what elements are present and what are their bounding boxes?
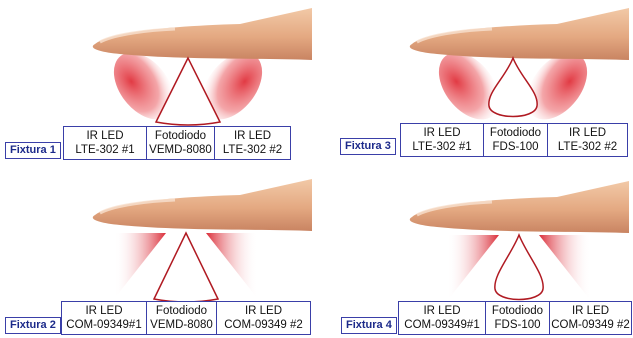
cell-line2: FDS-100 <box>494 318 540 332</box>
photodiode-drop <box>489 58 537 117</box>
sensor-table: IR LED LTE-302 #1 Fotodiodo FDS-100 IR L… <box>400 123 628 157</box>
cell-line1: IR LED <box>85 304 122 318</box>
fixture-panel-1: Fixtura 1 IR LED LTE-302 #1 Fotodiodo VE… <box>0 0 316 169</box>
cell-line1: Fotodiodo <box>155 129 206 143</box>
cell-photodiode: Fotodiodo FDS-100 <box>485 302 549 334</box>
fixture-panel-3: Fixtura 3 IR LED LTE-302 #1 Fotodiodo FD… <box>317 0 633 169</box>
cell-line1: IR LED <box>572 304 609 318</box>
cell-line2: COM-09349 #2 <box>224 318 303 332</box>
cell-line2: LTE-302 #2 <box>223 143 282 157</box>
sensor-table: IR LED COM-09349#1 Fotodiodo VEMD-8080 I… <box>61 301 311 335</box>
cell-led-2: IR LED COM-09349 #2 <box>216 302 310 334</box>
cell-line1: IR LED <box>423 126 460 140</box>
cell-led-2: IR LED LTE-302 #2 <box>214 127 290 159</box>
cell-photodiode: Fotodiodo VEMD-8080 <box>146 302 216 334</box>
cell-line1: IR LED <box>569 126 606 140</box>
fixture-label: Fixtura 4 <box>341 317 397 334</box>
cell-line1: Fotodiodo <box>156 304 207 318</box>
sensor-table: IR LED LTE-302 #1 Fotodiodo VEMD-8080 IR… <box>63 126 291 160</box>
cell-line2: COM-09349#1 <box>66 318 141 332</box>
cell-photodiode: Fotodiodo FDS-100 <box>483 124 547 156</box>
cell-line2: COM-09349 #2 <box>551 318 630 332</box>
cell-line2: COM-09349#1 <box>404 318 479 332</box>
fixture-panel-4: Fixtura 4 IR LED COM-09349#1 Fotodiodo F… <box>317 169 633 338</box>
cell-line1: Fotodiodo <box>490 126 541 140</box>
photodiode-cone <box>154 233 218 302</box>
photodiode-drop <box>495 235 543 300</box>
led-glow-right <box>539 235 591 301</box>
cell-line2: VEMD-8080 <box>150 318 213 332</box>
cell-line1: IR LED <box>423 304 460 318</box>
cell-led-1: IR LED COM-09349#1 <box>62 302 146 334</box>
cell-line1: IR LED <box>245 304 282 318</box>
cell-line1: IR LED <box>86 129 123 143</box>
fixture-panel-2: Fixtura 2 IR LED COM-09349#1 Fotodiodo V… <box>0 169 316 338</box>
cell-line2: FDS-100 <box>492 140 538 154</box>
cell-led-1: IR LED COM-09349#1 <box>399 302 485 334</box>
cell-line1: IR LED <box>234 129 271 143</box>
cell-led-1: IR LED LTE-302 #1 <box>401 124 483 156</box>
cell-led-1: IR LED LTE-302 #1 <box>64 127 146 159</box>
cell-line2: VEMD-8080 <box>149 143 212 157</box>
cell-line2: LTE-302 #1 <box>75 143 134 157</box>
cell-photodiode: Fotodiodo VEMD-8080 <box>146 127 214 159</box>
fixture-label: Fixtura 1 <box>5 142 61 159</box>
cell-line2: LTE-302 #2 <box>558 140 617 154</box>
cell-led-2: IR LED COM-09349 #2 <box>549 302 631 334</box>
fixture-label: Fixtura 3 <box>340 138 396 155</box>
fixture-label: Fixtura 2 <box>5 317 61 334</box>
led-glow-left <box>447 235 499 301</box>
cell-line1: Fotodiodo <box>492 304 543 318</box>
sensor-table: IR LED COM-09349#1 Fotodiodo FDS-100 IR … <box>398 301 632 335</box>
cell-line2: LTE-302 #1 <box>412 140 471 154</box>
cell-led-2: IR LED LTE-302 #2 <box>547 124 627 156</box>
